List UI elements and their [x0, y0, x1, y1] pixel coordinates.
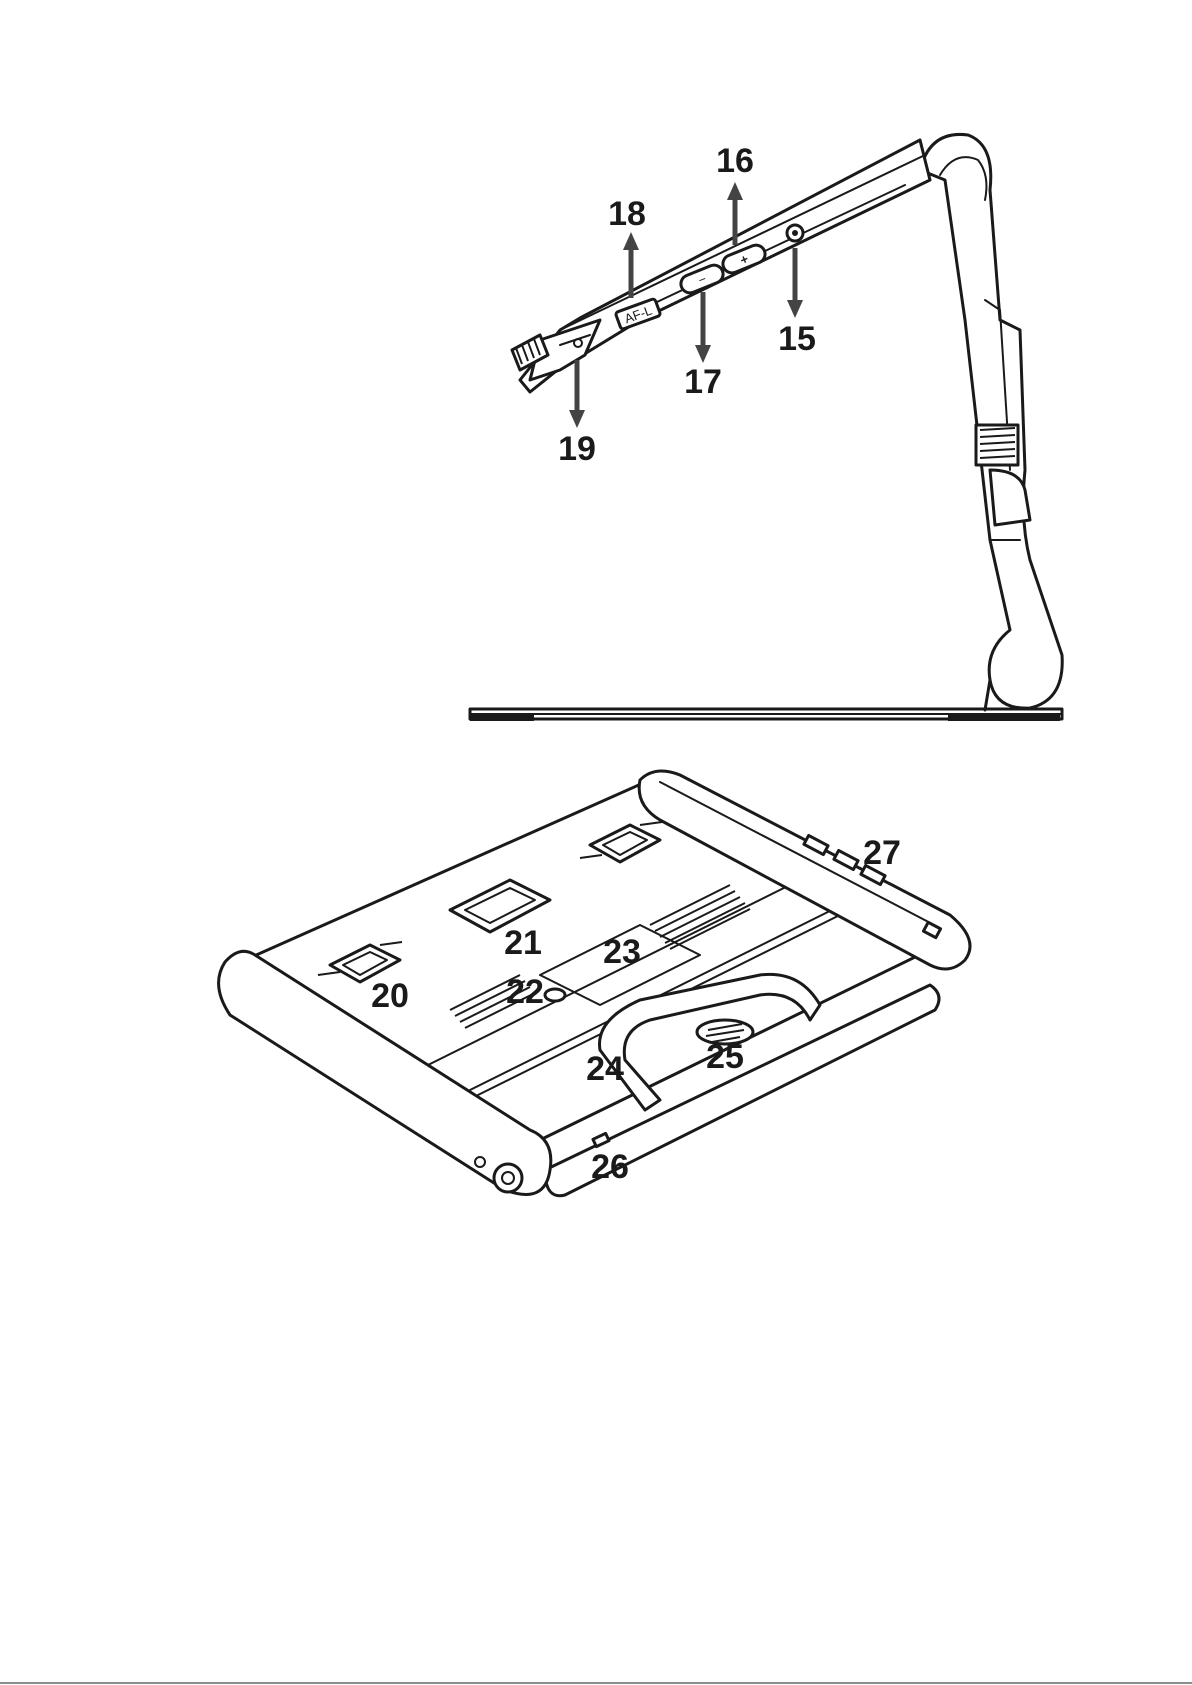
support-column	[920, 134, 1062, 710]
callout-20: 20	[371, 977, 409, 1015]
headphone-jack	[787, 225, 803, 241]
callout-18: 18	[608, 195, 646, 233]
callout-16: 16	[716, 142, 754, 180]
callout-19: 19	[558, 430, 596, 468]
callout-23: 23	[603, 933, 641, 971]
callout-26: 26	[591, 1148, 629, 1186]
side-view: AF-L − + 15 16 17 18 19	[470, 134, 1062, 721]
bottom-view: 20 21 22 23 24 25 26 27	[219, 771, 970, 1196]
base-plate	[470, 709, 1062, 721]
reset-button-22	[545, 989, 565, 1001]
callout-24: 24	[586, 1050, 624, 1088]
callout-22: 22	[506, 973, 544, 1011]
callout-25: 25	[706, 1038, 744, 1076]
callout-27: 27	[863, 834, 901, 872]
callout-21: 21	[504, 924, 542, 962]
callout-17: 17	[684, 363, 722, 401]
callout-15: 15	[778, 320, 816, 358]
